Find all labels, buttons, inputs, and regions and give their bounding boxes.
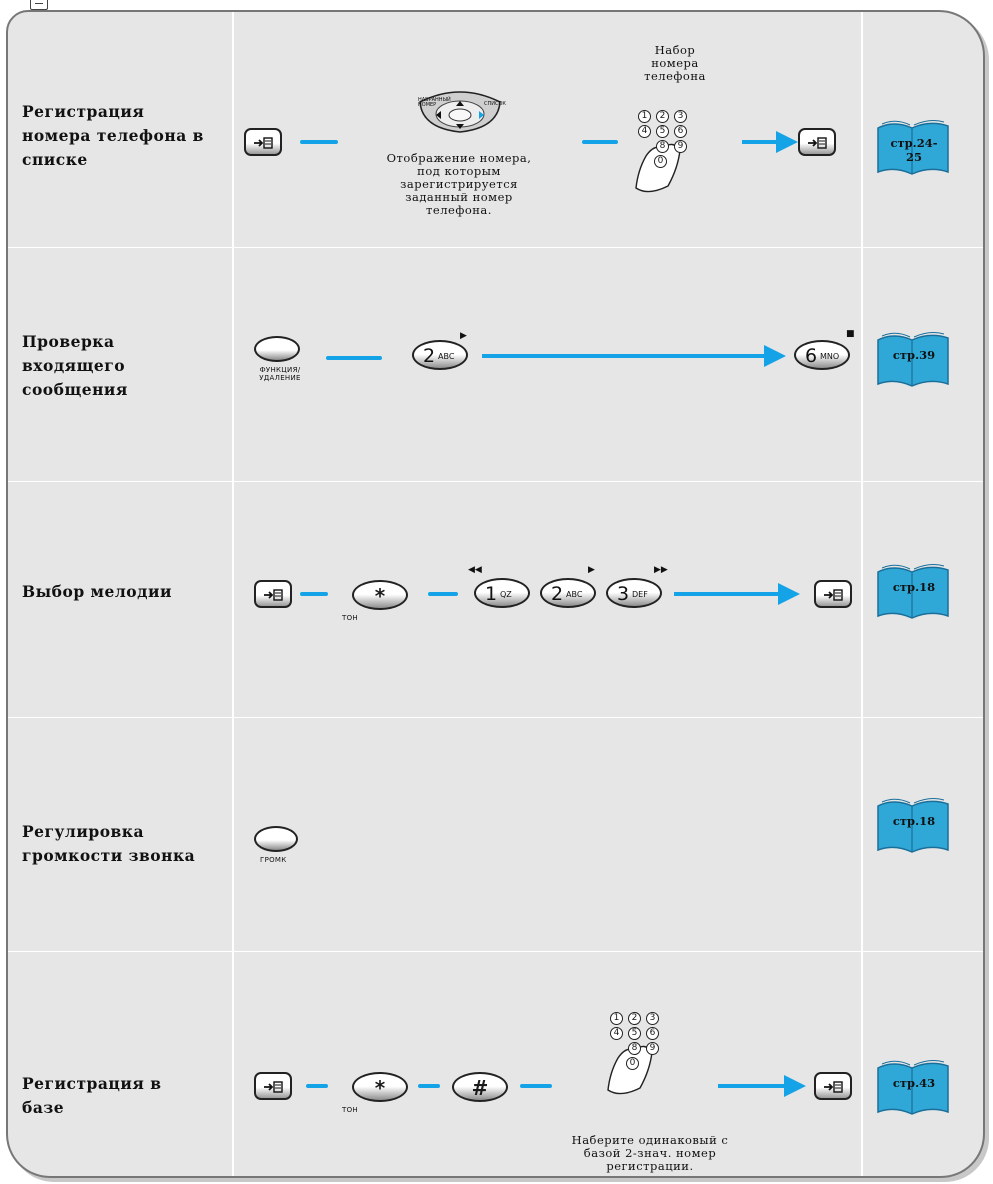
play-indicator-icon: ▶ [588, 565, 595, 575]
keypad-icon[interactable]: 1 2 3 4 5 6 8 9 0 [600, 1010, 700, 1110]
book-icon[interactable]: стр.39 [874, 328, 952, 392]
row-ringer-volume: Регулировка громкости звонка ГРОМК стр.1… [8, 718, 983, 952]
page-reference: стр.39 [892, 348, 936, 362]
keypad-icon[interactable]: 1 2 3 4 5 6 8 9 0 [628, 108, 728, 208]
menu-key-icon[interactable] [814, 580, 852, 608]
connector [428, 592, 458, 596]
hash-key-icon[interactable]: # [452, 1072, 508, 1102]
key-caption: ФУНКЦИЯ/ УДАЛЕНИЕ [259, 366, 301, 382]
connector [418, 1084, 440, 1088]
connector [300, 140, 338, 144]
page-reference: стр.24-25 [890, 136, 938, 164]
book-icon[interactable]: стр.43 [874, 1056, 952, 1120]
menu-key-icon[interactable] [254, 580, 292, 608]
key-caption: ТОН [342, 614, 358, 622]
volume-key-icon[interactable] [254, 826, 298, 852]
arrow-connector [718, 1075, 806, 1097]
connector [326, 356, 382, 360]
arrow-connector [482, 345, 786, 367]
menu-key-icon[interactable] [244, 128, 282, 156]
instruction-caption: Отображение номера, под которым зарегист… [386, 151, 532, 217]
page-reference: стр.18 [892, 814, 936, 828]
page-reference: стр.18 [892, 580, 936, 594]
page-reference: стр.43 [892, 1076, 936, 1090]
connector [306, 1084, 328, 1088]
row-label: Регистрация номера телефона в списке [22, 102, 204, 169]
arrow-connector [674, 583, 800, 605]
book-icon[interactable]: стр.18 [874, 560, 952, 624]
star-key-icon[interactable]: * [352, 1072, 408, 1102]
row-label: Регистрация в базе [22, 1074, 162, 1117]
key-caption: ГРОМК [260, 856, 287, 864]
book-icon[interactable]: стр.24-25 [874, 116, 952, 180]
key-caption: ТОН [342, 1106, 358, 1114]
connector [300, 592, 328, 596]
small-book-icon [30, 0, 48, 10]
menu-key-icon[interactable] [254, 1072, 292, 1100]
row-label: Регулировка громкости звонка [22, 822, 196, 865]
arrow-connector [742, 131, 798, 153]
menu-key-icon[interactable] [798, 128, 836, 156]
forward-indicator-icon: ▶▶ [654, 565, 668, 575]
connector [520, 1084, 552, 1088]
row-label: Выбор мелодии [22, 582, 172, 601]
row-label: Проверка входящего сообщения [22, 332, 128, 399]
instruction-table: Регистрация номера телефона в списке НАБ… [6, 10, 985, 1178]
navigation-key-icon[interactable]: НАБРАННЫЙ НОМЕР СПИСОК [414, 84, 506, 133]
row-register-number: Регистрация номера телефона в списке НАБ… [8, 12, 983, 248]
star-key-icon[interactable]: * [352, 580, 408, 610]
instruction-caption: Наберите одинаковый с базой 2-знач. номе… [571, 1133, 729, 1173]
row-check-message: Проверка входящего сообщения ФУНКЦИЯ/ УД… [8, 248, 983, 482]
function-delete-key-icon[interactable] [254, 336, 300, 362]
menu-key-icon[interactable] [814, 1072, 852, 1100]
row-register-base: Регистрация в базе * ТОН # 1 2 3 4 5 6 8… [8, 952, 983, 1176]
keypad-caption: Набор номера телефона [644, 43, 706, 83]
play-indicator-icon: ▶ [460, 331, 467, 341]
stop-indicator-icon: ■ [846, 329, 855, 339]
rewind-indicator-icon: ◀◀ [468, 565, 482, 575]
book-icon[interactable]: стр.18 [874, 794, 952, 858]
connector [582, 140, 618, 144]
